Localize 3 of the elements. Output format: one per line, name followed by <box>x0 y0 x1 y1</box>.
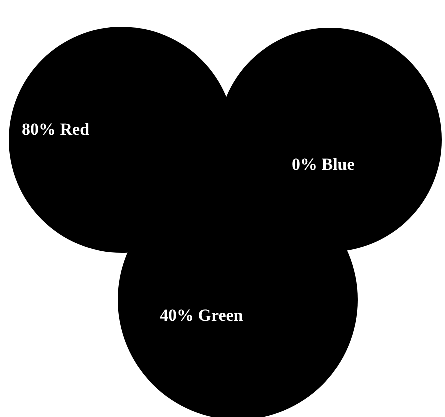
circle-label: 0% Blue <box>292 155 355 175</box>
circle-label: 80% Red <box>22 120 90 140</box>
circle-label: 40% Green <box>160 306 244 326</box>
